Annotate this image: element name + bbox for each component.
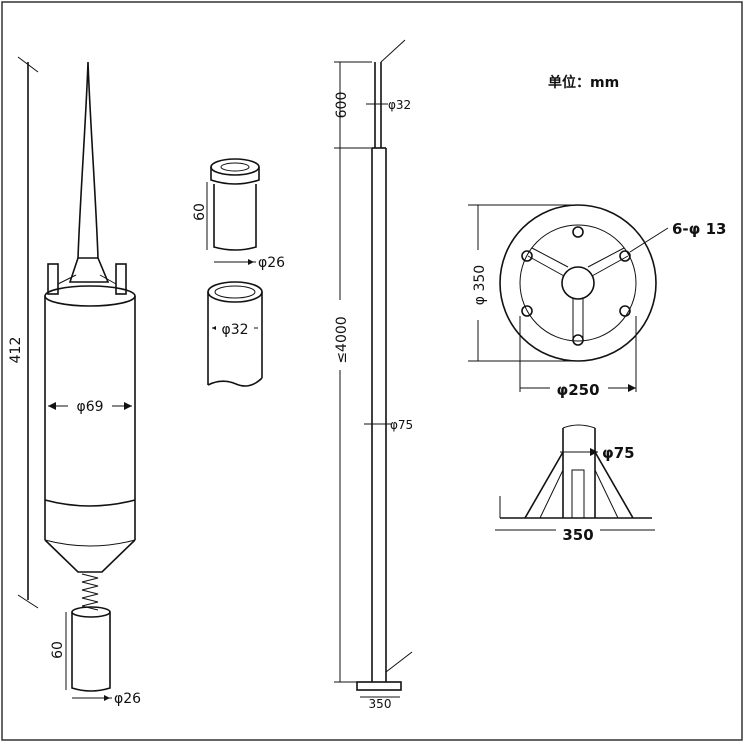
coupling-body (213, 184, 257, 251)
spring-thread (81, 573, 99, 611)
cylinder-top (44, 285, 136, 307)
spike-tip (77, 61, 99, 259)
mast-top-diameter-label: φ32 (388, 98, 411, 112)
base-pipe-diameter-label: φ75 (602, 444, 635, 462)
cylinder-band (44, 499, 136, 507)
coupling-diameter-label: φ26 (258, 255, 285, 271)
plate-outer-circle (499, 204, 657, 362)
rod-height-label: 412 (8, 337, 24, 364)
bolt-hole-5 (619, 305, 631, 317)
base-plate-view: 6-φ 13 φ 350 φ250 (468, 204, 727, 399)
coupling-cap-top (210, 158, 260, 176)
spike-base (68, 257, 110, 283)
plate-center-hub (561, 266, 595, 300)
mast-top-length-label: 600 (334, 92, 350, 119)
plate-outer-diameter-label: φ 350 (472, 265, 488, 305)
base-side-detail: φ75 350 (495, 424, 655, 544)
plate-inner-circle (519, 224, 637, 342)
holes-label: 6-φ 13 (672, 220, 727, 238)
bolt-hole-3 (619, 250, 631, 262)
tube-break (207, 377, 263, 387)
mast-length-label: ≤4000 (334, 316, 350, 363)
mast-base-width-label: 350 (369, 697, 392, 711)
rod-post-left (47, 263, 59, 295)
coupling-parts: 60 φ26 φ32 (192, 158, 285, 387)
mast-diameter-label: φ75 (390, 418, 413, 432)
coupling-height-label: 60 (192, 203, 208, 221)
mast: 350 600 φ32 ≤4000 φ75 (334, 39, 413, 711)
bolt-hole-4 (521, 305, 533, 317)
unit-label: 单位：mm (548, 74, 619, 91)
mast-base-plate (356, 681, 402, 691)
rod-post-right (115, 263, 127, 295)
connector-body (71, 612, 111, 692)
lightning-rod-assembly: 412 φ69 60 φ26 (8, 56, 141, 707)
tube-diameter-label: φ32 (221, 322, 248, 338)
bolt-hole-2 (521, 250, 533, 262)
tube-top (207, 281, 263, 303)
connector-height-label: 60 (50, 641, 66, 659)
bolt-hole-6 (572, 334, 584, 346)
cylinder-taper (44, 539, 136, 573)
bolt-hole-1 (572, 226, 584, 238)
bolt-circle-label: φ250 (556, 381, 599, 399)
base-width-label: 350 (562, 526, 593, 544)
rod-diameter-label: φ69 (76, 399, 103, 415)
connector-diameter-label: φ26 (114, 691, 141, 707)
